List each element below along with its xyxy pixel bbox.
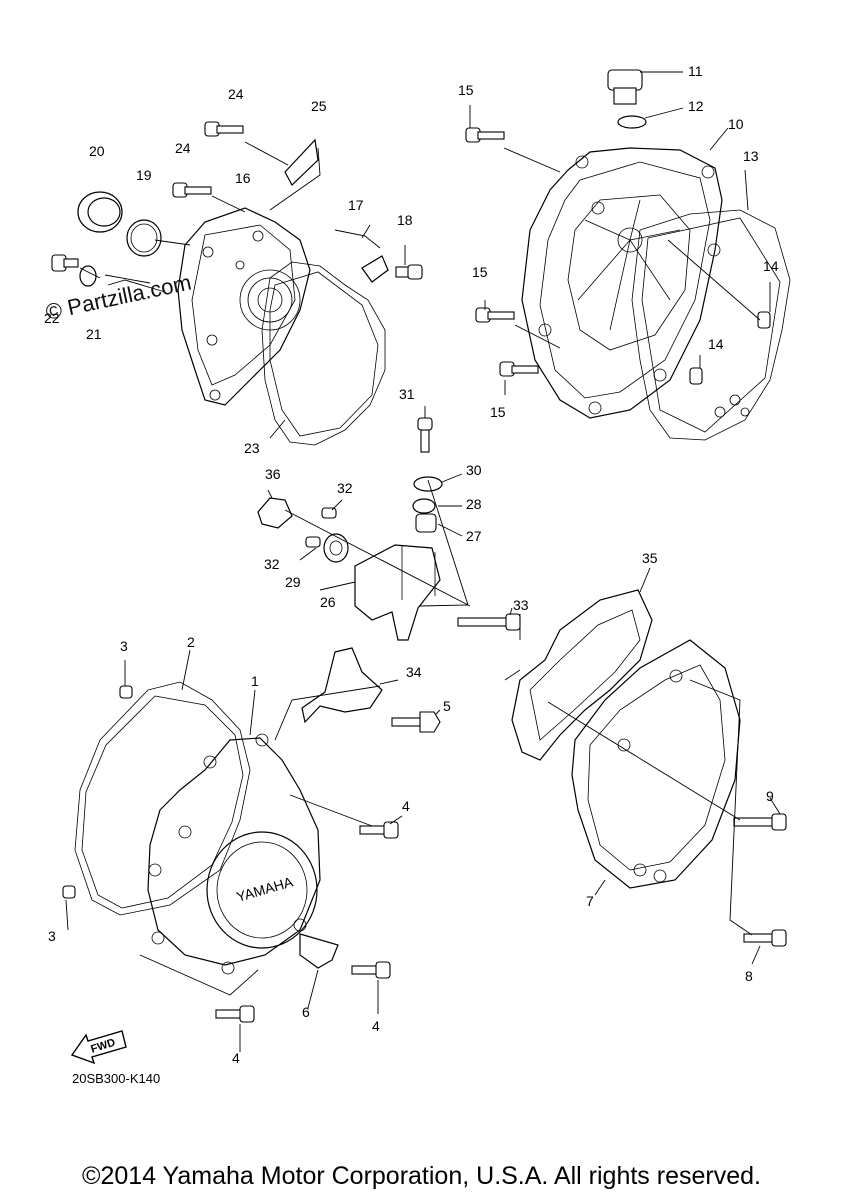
callout-17: 17 (348, 197, 364, 213)
callout-15: 15 (472, 264, 488, 280)
callout-8: 8 (745, 968, 753, 984)
cover-10 (521, 147, 723, 419)
callout-3: 3 (120, 638, 128, 654)
callout-36: 36 (265, 466, 281, 482)
crankcase-cover-left-group (51, 121, 423, 446)
callout-24: 24 (228, 86, 244, 102)
callout-35: 35 (642, 550, 658, 566)
cover-logo: YAMAHA (234, 873, 295, 905)
crankcase-cover-1-group: YAMAHA (62, 647, 441, 1052)
gasket-13 (631, 209, 791, 441)
callout-27: 27 (466, 528, 482, 544)
cover-1 (147, 737, 321, 966)
callout-28: 28 (466, 496, 482, 512)
callout-4: 4 (232, 1050, 240, 1066)
callout-22: 22 (44, 310, 60, 326)
cover-16 (177, 207, 311, 406)
callout-23: 23 (244, 440, 260, 456)
callout-24: 24 (175, 140, 191, 156)
sprocket-cover-group (504, 567, 787, 965)
fwd-arrow-icon: FWD (70, 1030, 127, 1065)
callout-34: 34 (406, 664, 422, 680)
callout-4: 4 (402, 798, 410, 814)
cover-35 (511, 589, 653, 761)
shaft-group (257, 406, 521, 641)
callout-9: 9 (766, 788, 774, 804)
gasket-23 (261, 261, 386, 446)
callout-29: 29 (285, 574, 301, 590)
copyright-notice: ©2014 Yamaha Motor Corporation, U.S.A. A… (82, 1162, 761, 1190)
callout-31: 31 (399, 386, 415, 402)
callout-25: 25 (311, 98, 327, 114)
callout-6: 6 (302, 1004, 310, 1020)
callout-5: 5 (443, 698, 451, 714)
callout-32: 32 (264, 556, 280, 572)
callout-16: 16 (235, 170, 251, 186)
callout-10: 10 (728, 116, 744, 132)
callout-12: 12 (688, 98, 704, 114)
callout-20: 20 (89, 143, 105, 159)
callout-32: 32 (337, 480, 353, 496)
callout-15: 15 (490, 404, 506, 420)
callout-7: 7 (586, 893, 594, 909)
callout-33: 33 (513, 597, 529, 613)
callout-2: 2 (187, 634, 195, 650)
callout-21: 21 (86, 326, 102, 342)
callout-14: 14 (708, 336, 724, 352)
diagram-code: 20SB300-K140 (72, 1071, 161, 1086)
callout-26: 26 (320, 594, 336, 610)
callout-13: 13 (743, 148, 759, 164)
callout-19: 19 (136, 167, 152, 183)
callout-14: 14 (763, 258, 779, 274)
callout-4: 4 (372, 1018, 380, 1034)
clutch-cover-group (465, 69, 791, 441)
callout-11: 11 (688, 63, 703, 79)
callout-1: 1 (251, 673, 259, 689)
callout-3: 3 (48, 928, 56, 944)
gasket-2 (74, 681, 251, 916)
cover-7 (571, 639, 741, 889)
callout-18: 18 (397, 212, 413, 228)
exploded-view-drawing: YAMAHA (51, 69, 791, 1052)
callout-15: 15 (458, 82, 474, 98)
callout-30: 30 (466, 462, 482, 478)
